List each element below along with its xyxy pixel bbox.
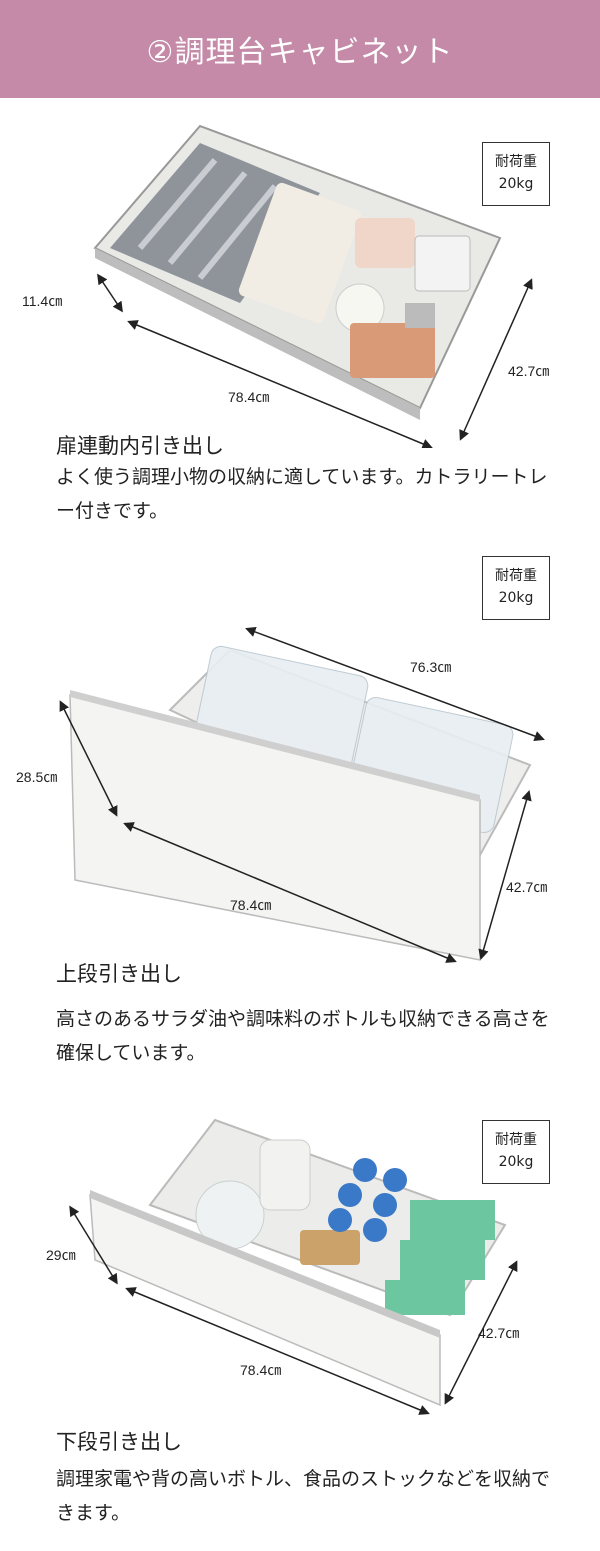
dim-height: 11.4㎝ bbox=[22, 293, 62, 309]
load-capacity-badge: 耐荷重 20kg bbox=[482, 142, 550, 206]
load-label: 耐荷重 bbox=[495, 1132, 537, 1148]
dim-width: 78.4㎝ bbox=[240, 1362, 281, 1378]
inner-drawer-illustration: 11.4㎝ 78.4㎝ 42.7㎝ bbox=[0, 98, 600, 448]
dim-inner-width: 76.3㎝ bbox=[410, 659, 451, 675]
dim-width: 78.4㎝ bbox=[228, 389, 269, 405]
section-title: 下段引き出し bbox=[56, 1430, 182, 1454]
dim-height: 29㎝ bbox=[46, 1247, 76, 1263]
dim-depth: 42.7㎝ bbox=[506, 879, 547, 895]
dim-depth: 42.7㎝ bbox=[508, 363, 549, 379]
section-lower-drawer: 29㎝ 78.4㎝ 42.7㎝ 耐荷重 20kg 下段引き出し 調理家電や背の高… bbox=[0, 1100, 600, 1551]
section-title: 上段引き出し bbox=[56, 962, 182, 986]
section-title: 扉連動内引き出し bbox=[56, 434, 224, 458]
load-label: 耐荷重 bbox=[495, 568, 537, 584]
section-inner-drawer: 11.4㎝ 78.4㎝ 42.7㎝ 耐荷重 20kg 扉連動内引き出し よく使う… bbox=[0, 98, 600, 528]
load-value: 20kg bbox=[498, 176, 534, 192]
load-value: 20kg bbox=[498, 1154, 534, 1170]
section-description: 調理家電や背の高いボトル、食品のストックなどを収納できます。 bbox=[56, 1468, 551, 1524]
dim-depth: 42.7㎝ bbox=[478, 1325, 519, 1341]
load-capacity-badge: 耐荷重 20kg bbox=[482, 1120, 550, 1184]
section-upper-drawer: 76.3㎝ 28.5㎝ 78.4㎝ 42.7㎝ 耐荷重 20kg 上段引き出し … bbox=[0, 550, 600, 1070]
section-description: よく使う調理小物の収納に適しています。カトラリートレー付きです。 bbox=[56, 466, 548, 522]
dim-width: 78.4㎝ bbox=[230, 897, 271, 913]
lower-drawer-illustration: 29㎝ 78.4㎝ 42.7㎝ bbox=[0, 1100, 600, 1420]
page-title: ②調理台キャビネット bbox=[146, 35, 454, 70]
load-capacity-badge: 耐荷重 20kg bbox=[482, 556, 550, 620]
load-label: 耐荷重 bbox=[495, 154, 537, 170]
page-header: ②調理台キャビネット bbox=[0, 0, 600, 98]
dim-height: 28.5㎝ bbox=[16, 769, 57, 785]
load-value: 20kg bbox=[498, 590, 534, 606]
upper-drawer-illustration: 76.3㎝ 28.5㎝ 78.4㎝ 42.7㎝ bbox=[0, 550, 600, 970]
section-description: 高さのあるサラダ油や調味料のボトルも収納できる高さを確保しています。 bbox=[56, 1008, 550, 1064]
